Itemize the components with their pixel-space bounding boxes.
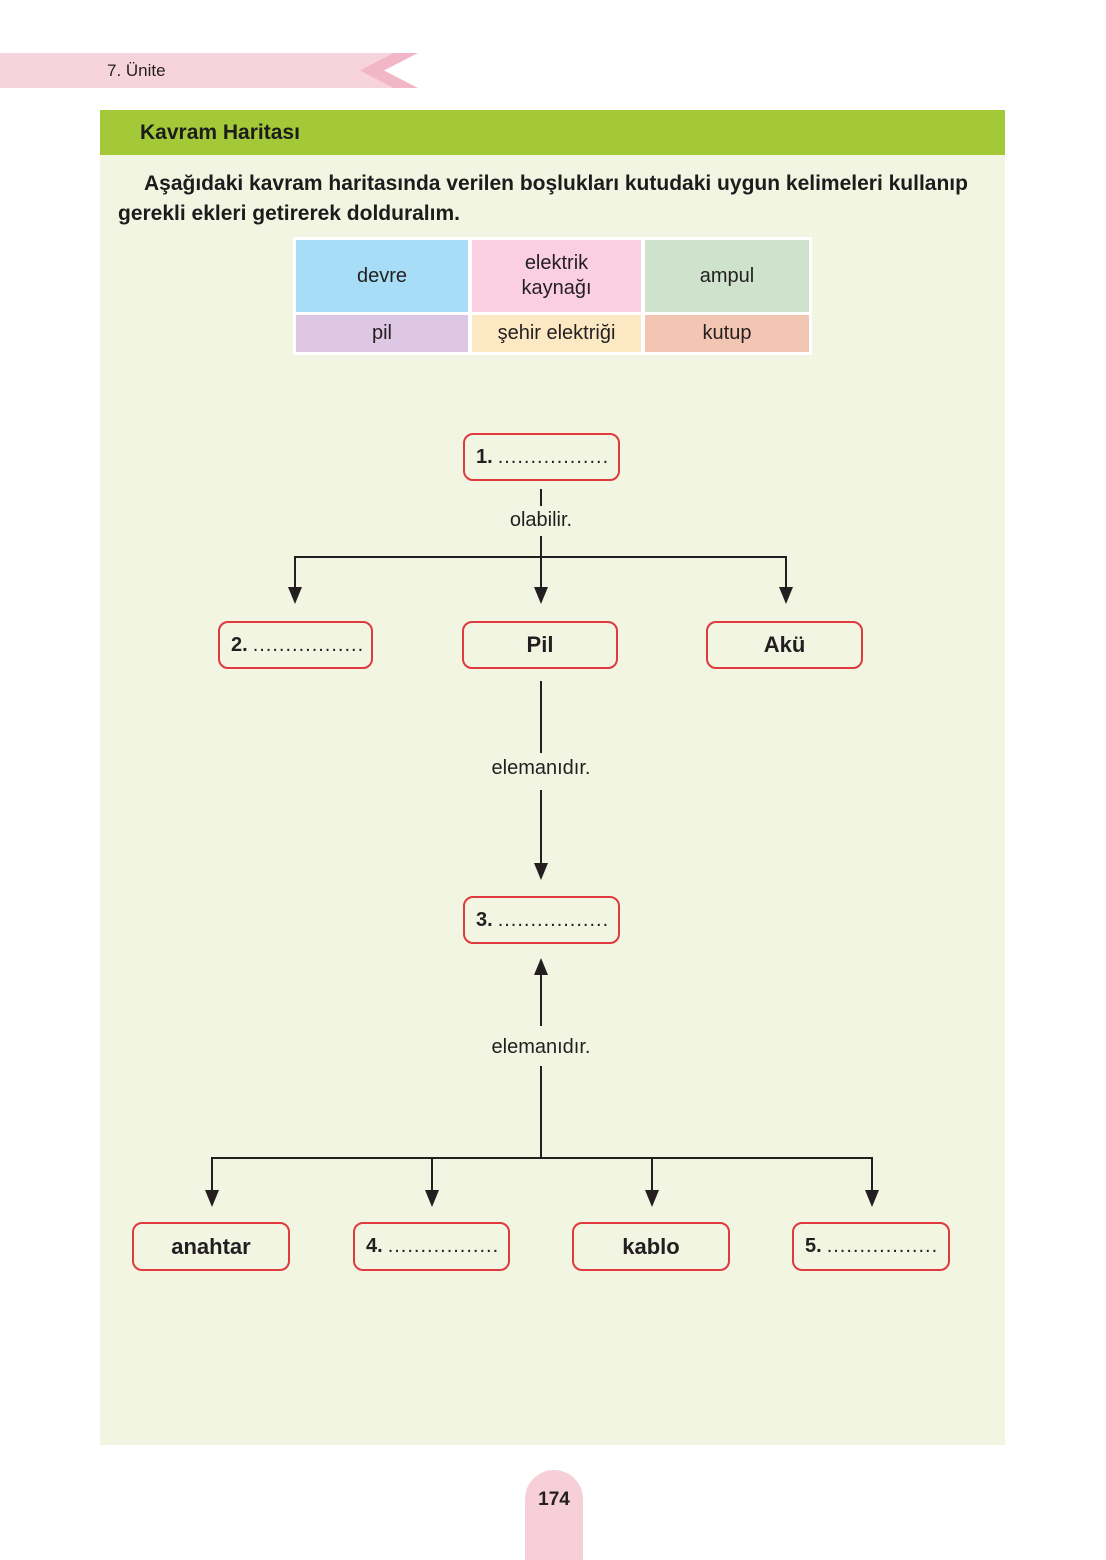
blank-number: 5. [805,1235,822,1257]
word-bank-cell-pil: pil [296,315,468,352]
blank-dots: ................. [826,1235,939,1257]
arrow-down-icon [425,1190,439,1207]
connector-label-elemanidir: elemanıdır. [491,757,591,779]
arrow-down-icon [865,1190,879,1207]
connector-line [540,973,542,1026]
connector-line [785,556,787,589]
branch-line [211,1157,873,1159]
arrow-up-icon [534,958,548,975]
connector-line [651,1157,653,1190]
word-bank: devre elektrik kaynağı ampul pil şehir e… [293,237,812,355]
word-bank-cell-kutup: kutup [645,315,809,352]
connector-line [871,1157,873,1190]
blank-box-4: 4. ................. [353,1222,510,1271]
blank-dots: ................. [252,633,365,656]
word-bank-cell-ampul: ampul [645,240,809,312]
connector-line [294,556,296,589]
unit-ribbon: 7. Ünite [0,53,418,88]
arrow-down-icon [534,587,548,604]
instruction-text: Aşağıdaki kavram haritasında verilen boş… [118,172,968,225]
word-bank-cell-elektrik-kaynagi: elektrik kaynağı [472,240,641,312]
unit-label: 7. Ünite [107,61,166,80]
arrow-down-icon [534,863,548,880]
ribbon-fold-icon [360,53,418,88]
blank-box-2: 2. ................. [218,621,373,669]
word-bank-cell-sehir-elektrigi: şehir elektriği [472,315,641,352]
blank-dots: ................. [497,445,610,468]
node-box-aku: Akü [706,621,863,669]
page-number-tab: 174 [525,1470,583,1560]
node-box-pil: Pil [462,621,618,669]
connector-line [540,1066,542,1158]
blank-number: 1. [476,445,493,468]
connector-line [540,489,542,506]
arrow-down-icon [645,1190,659,1207]
section-title: Kavram Haritası [140,121,300,144]
connector-label-olabilir: olabilir. [509,509,573,531]
word-bank-cell-devre: devre [296,240,468,312]
section-header: Kavram Haritası [100,110,1005,155]
blank-box-1: 1. ................. [463,433,620,481]
blank-number: 2. [231,633,248,656]
blank-dots: ................. [387,1235,500,1257]
page-number: 174 [538,1489,570,1510]
connector-line [211,1157,213,1190]
arrow-down-icon [288,587,302,604]
arrow-down-icon [205,1190,219,1207]
connector-line [540,681,542,753]
connector-line [540,790,542,865]
blank-dots: ................. [497,908,610,931]
blank-number: 3. [476,908,493,931]
node-box-kablo: kablo [572,1222,730,1271]
arrow-down-icon [779,587,793,604]
blank-box-3: 3. ................. [463,896,620,944]
connector-line [540,556,542,589]
blank-number: 4. [366,1235,383,1257]
connector-line [431,1157,433,1190]
connector-label-elemanidir: elemanıdır. [491,1036,591,1058]
node-box-anahtar: anahtar [132,1222,290,1271]
blank-box-5: 5. ................. [792,1222,950,1271]
connector-line [540,536,542,557]
